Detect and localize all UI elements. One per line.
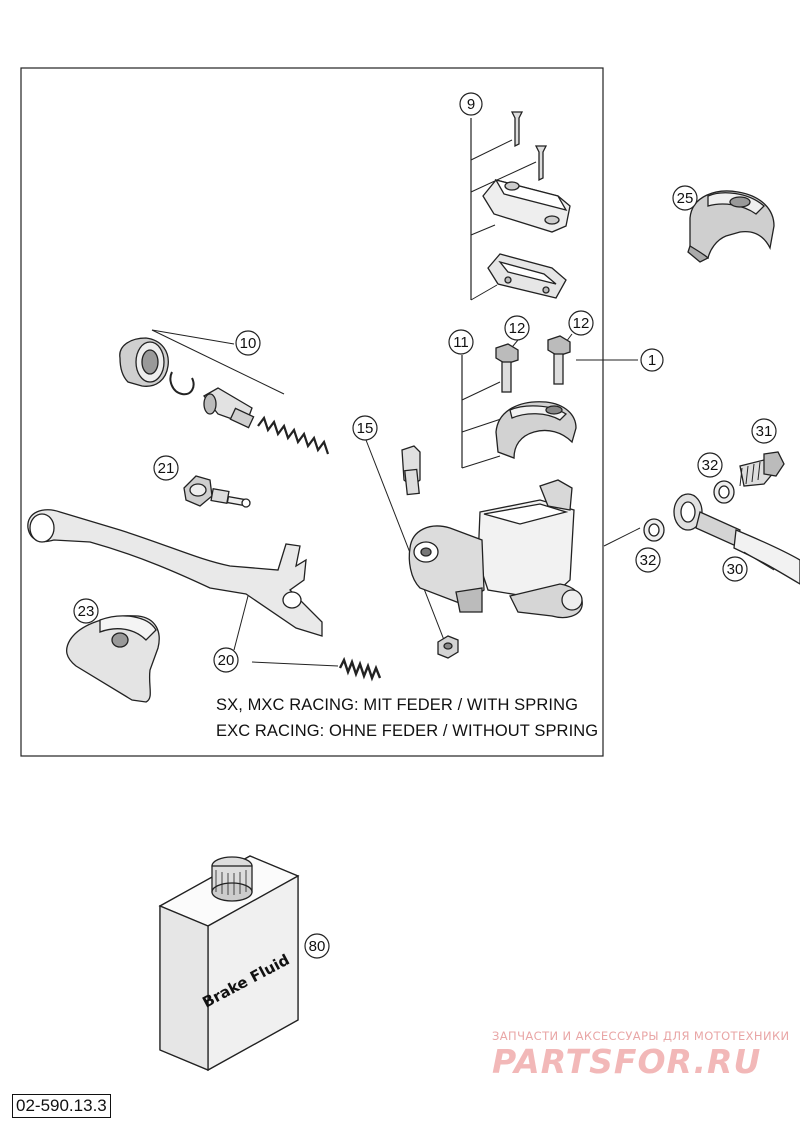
part-20-spring (251, 656, 382, 682)
svg-text:30: 30 (727, 561, 744, 578)
callout-11: 11 (448, 329, 474, 355)
callout-12a: 12 (504, 315, 530, 341)
part-23-lever-cover (65, 615, 160, 703)
part-15-bolt-nut (365, 439, 459, 659)
svg-text:15: 15 (357, 420, 374, 437)
svg-text:1: 1 (648, 352, 656, 369)
svg-text:80: 80 (309, 938, 326, 955)
callout-30: 30 (722, 556, 748, 582)
svg-text:11: 11 (453, 334, 469, 351)
callout-32a: 32 (697, 452, 723, 478)
part-11-12-clamp-bolts (461, 333, 577, 469)
callout-25: 25 (672, 185, 698, 211)
svg-text:31: 31 (756, 423, 773, 440)
callout-15: 15 (352, 415, 378, 441)
part-9-reservoir-cover (470, 111, 571, 301)
callout-10: 10 (235, 330, 261, 356)
svg-text:32: 32 (640, 552, 657, 569)
svg-text:10: 10 (240, 335, 257, 352)
drawing-code: 02-590.13.3 (12, 1094, 111, 1118)
callout-80: 80 (304, 933, 330, 959)
svg-text:12: 12 (509, 320, 526, 337)
svg-text:21: 21 (158, 460, 175, 477)
callout-23: 23 (73, 598, 99, 624)
callout-9: 9 (459, 92, 483, 116)
svg-text:12: 12 (573, 315, 590, 332)
spring-note-line-2: EXC RACING: OHNE FEDER / WITHOUT SPRING (216, 722, 599, 740)
callout-31: 31 (751, 418, 777, 444)
part-21-adjuster (183, 475, 251, 508)
part-10-piston-kit (119, 329, 330, 455)
watermark-logo: PARTSFOR.RU (492, 1042, 762, 1081)
part-30-31-32-hose-banjo (603, 451, 800, 585)
callout-32b: 32 (635, 547, 661, 573)
callout-21: 21 (153, 455, 179, 481)
callout-12b: 12 (568, 310, 594, 336)
callout-20: 20 (213, 647, 239, 673)
svg-text:25: 25 (677, 190, 694, 207)
svg-text:9: 9 (467, 96, 475, 113)
callout-1: 1 (640, 348, 664, 372)
part-25-clamp (687, 190, 775, 263)
spring-note-line-1: SX, MXC RACING: MIT FEDER / WITH SPRING (216, 696, 579, 714)
part-80-brake-fluid-bottle (158, 855, 300, 1072)
svg-text:20: 20 (218, 652, 235, 669)
master-cylinder-body (408, 359, 638, 619)
svg-text:32: 32 (702, 457, 719, 474)
svg-text:23: 23 (78, 603, 95, 620)
watermark-caption: ЗАПЧАСТИ И АКСЕССУАРЫ ДЛЯ МОТОТЕХНИКИ (492, 1029, 790, 1043)
brake-lever (27, 509, 323, 651)
diagram-frame (20, 67, 604, 757)
